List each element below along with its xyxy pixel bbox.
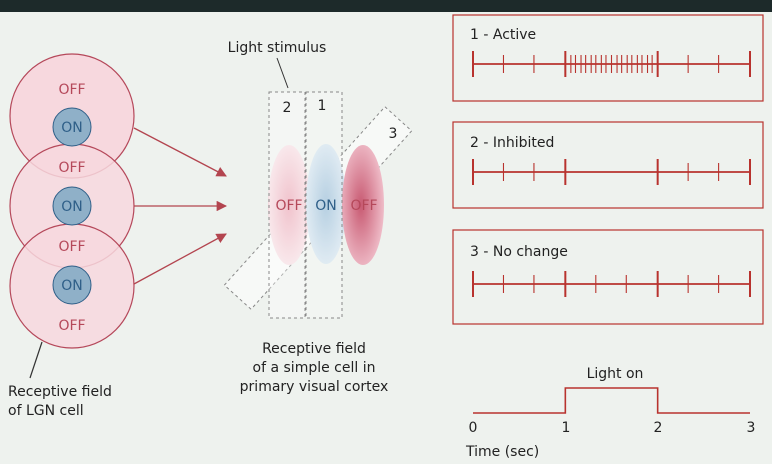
- lgn-caption-line1: Receptive field: [8, 384, 112, 400]
- simple-on-zone: [306, 144, 346, 264]
- time-tick-2: 2: [654, 420, 663, 436]
- lgn-off-label-2: OFF: [58, 160, 85, 176]
- projection-arrows: [133, 127, 228, 285]
- response-panel-1-frame: [452, 14, 764, 102]
- lgn-caption-pointer: [29, 341, 43, 379]
- simple-caption-line2: of a simple cell in: [253, 360, 376, 376]
- bar-number-2: 2: [283, 100, 292, 116]
- simple-zone-label-on: ON: [315, 198, 337, 214]
- response-panel-2: 2 - Inhibited: [452, 121, 764, 209]
- response-panel-2-frame: [452, 121, 764, 209]
- response-panel-3-label: 3 - No change: [470, 244, 568, 260]
- lgn-on-label-1: ON: [61, 120, 83, 136]
- lgn-off-label-1: OFF: [58, 82, 85, 98]
- simple-caption-line1: Receptive field: [262, 341, 366, 357]
- spike-train-1: [472, 51, 751, 77]
- spike-train-3: [472, 271, 751, 297]
- simple-zone-label-off-right: OFF: [350, 198, 377, 214]
- response-panel-2-label: 2 - Inhibited: [470, 135, 554, 151]
- lgn-off-label-4: OFF: [58, 318, 85, 334]
- time-tick-1: 1: [562, 420, 571, 436]
- time-tick-0: 0: [469, 420, 478, 436]
- light-on-trace: [473, 387, 750, 414]
- light-on-label: Light on: [587, 366, 644, 382]
- lgn-caption-line2: of LGN cell: [8, 403, 84, 419]
- lgn-off-label-3: OFF: [58, 239, 85, 255]
- stimulus-label: Light stimulus: [228, 40, 327, 56]
- lgn-on-center-3: [52, 265, 92, 305]
- simple-zone-label-off-left: OFF: [275, 198, 302, 214]
- time-tick-3: 3: [747, 420, 756, 436]
- stimulus-pointer: [276, 57, 289, 89]
- time-axis-label: Time (sec): [465, 444, 539, 460]
- lgn-on-label-2: ON: [61, 199, 83, 215]
- lgn-on-center-1: [52, 107, 92, 147]
- response-panel-1-label: 1 - Active: [470, 27, 536, 43]
- light-timeline: Light on 0 1 2 3 Time (sec): [465, 366, 755, 460]
- lgn-on-center-2: [52, 186, 92, 226]
- simple-caption-line3: primary visual cortex: [240, 379, 389, 395]
- lgn-on-label-3: ON: [61, 278, 83, 294]
- projection-arrow-3: [133, 233, 227, 285]
- projection-arrow-1: [133, 127, 227, 177]
- response-panel-1: 1 - Active: [452, 14, 764, 102]
- simple-off-zone-right: [342, 145, 384, 265]
- light-bar-2: [268, 91, 306, 319]
- simple-off-zone-left: [268, 145, 310, 265]
- bar-number-3: 3: [389, 126, 398, 142]
- bar-number-1: 1: [318, 98, 327, 114]
- top-band: [0, 0, 772, 12]
- spike-train-2: [472, 159, 751, 185]
- response-panel-3-frame: [452, 229, 764, 325]
- lgn-receptive-field: OFF ON OFF ON OFF ON OFF Receptive field…: [8, 53, 135, 419]
- response-panel-3: 3 - No change: [452, 229, 764, 325]
- simple-cell-receptive-field: Light stimulus 2 1 3 OFF ON OFF Receptiv…: [223, 40, 413, 395]
- light-bar-1: [305, 91, 343, 319]
